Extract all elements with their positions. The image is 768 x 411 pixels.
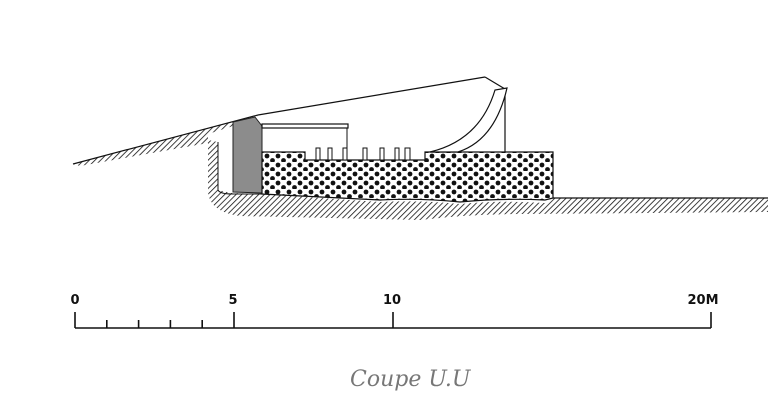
ground-base	[208, 140, 768, 220]
retaining-wall	[232, 116, 263, 194]
canopy	[261, 123, 349, 129]
roof-line	[257, 76, 486, 116]
dotted-fill	[261, 151, 554, 203]
scale-label-20m: 20M	[687, 293, 718, 308]
scale-label-0: 0	[70, 293, 79, 308]
curved-shell	[429, 87, 508, 153]
scale-label-5: 5	[228, 293, 237, 308]
scale-bar	[74, 312, 712, 329]
posts	[315, 147, 411, 161]
ground-slope-line	[72, 114, 259, 165]
ground-slope	[73, 116, 258, 166]
scale-label-10: 10	[383, 293, 401, 308]
drawing-caption: Coupe U.U	[350, 367, 472, 392]
